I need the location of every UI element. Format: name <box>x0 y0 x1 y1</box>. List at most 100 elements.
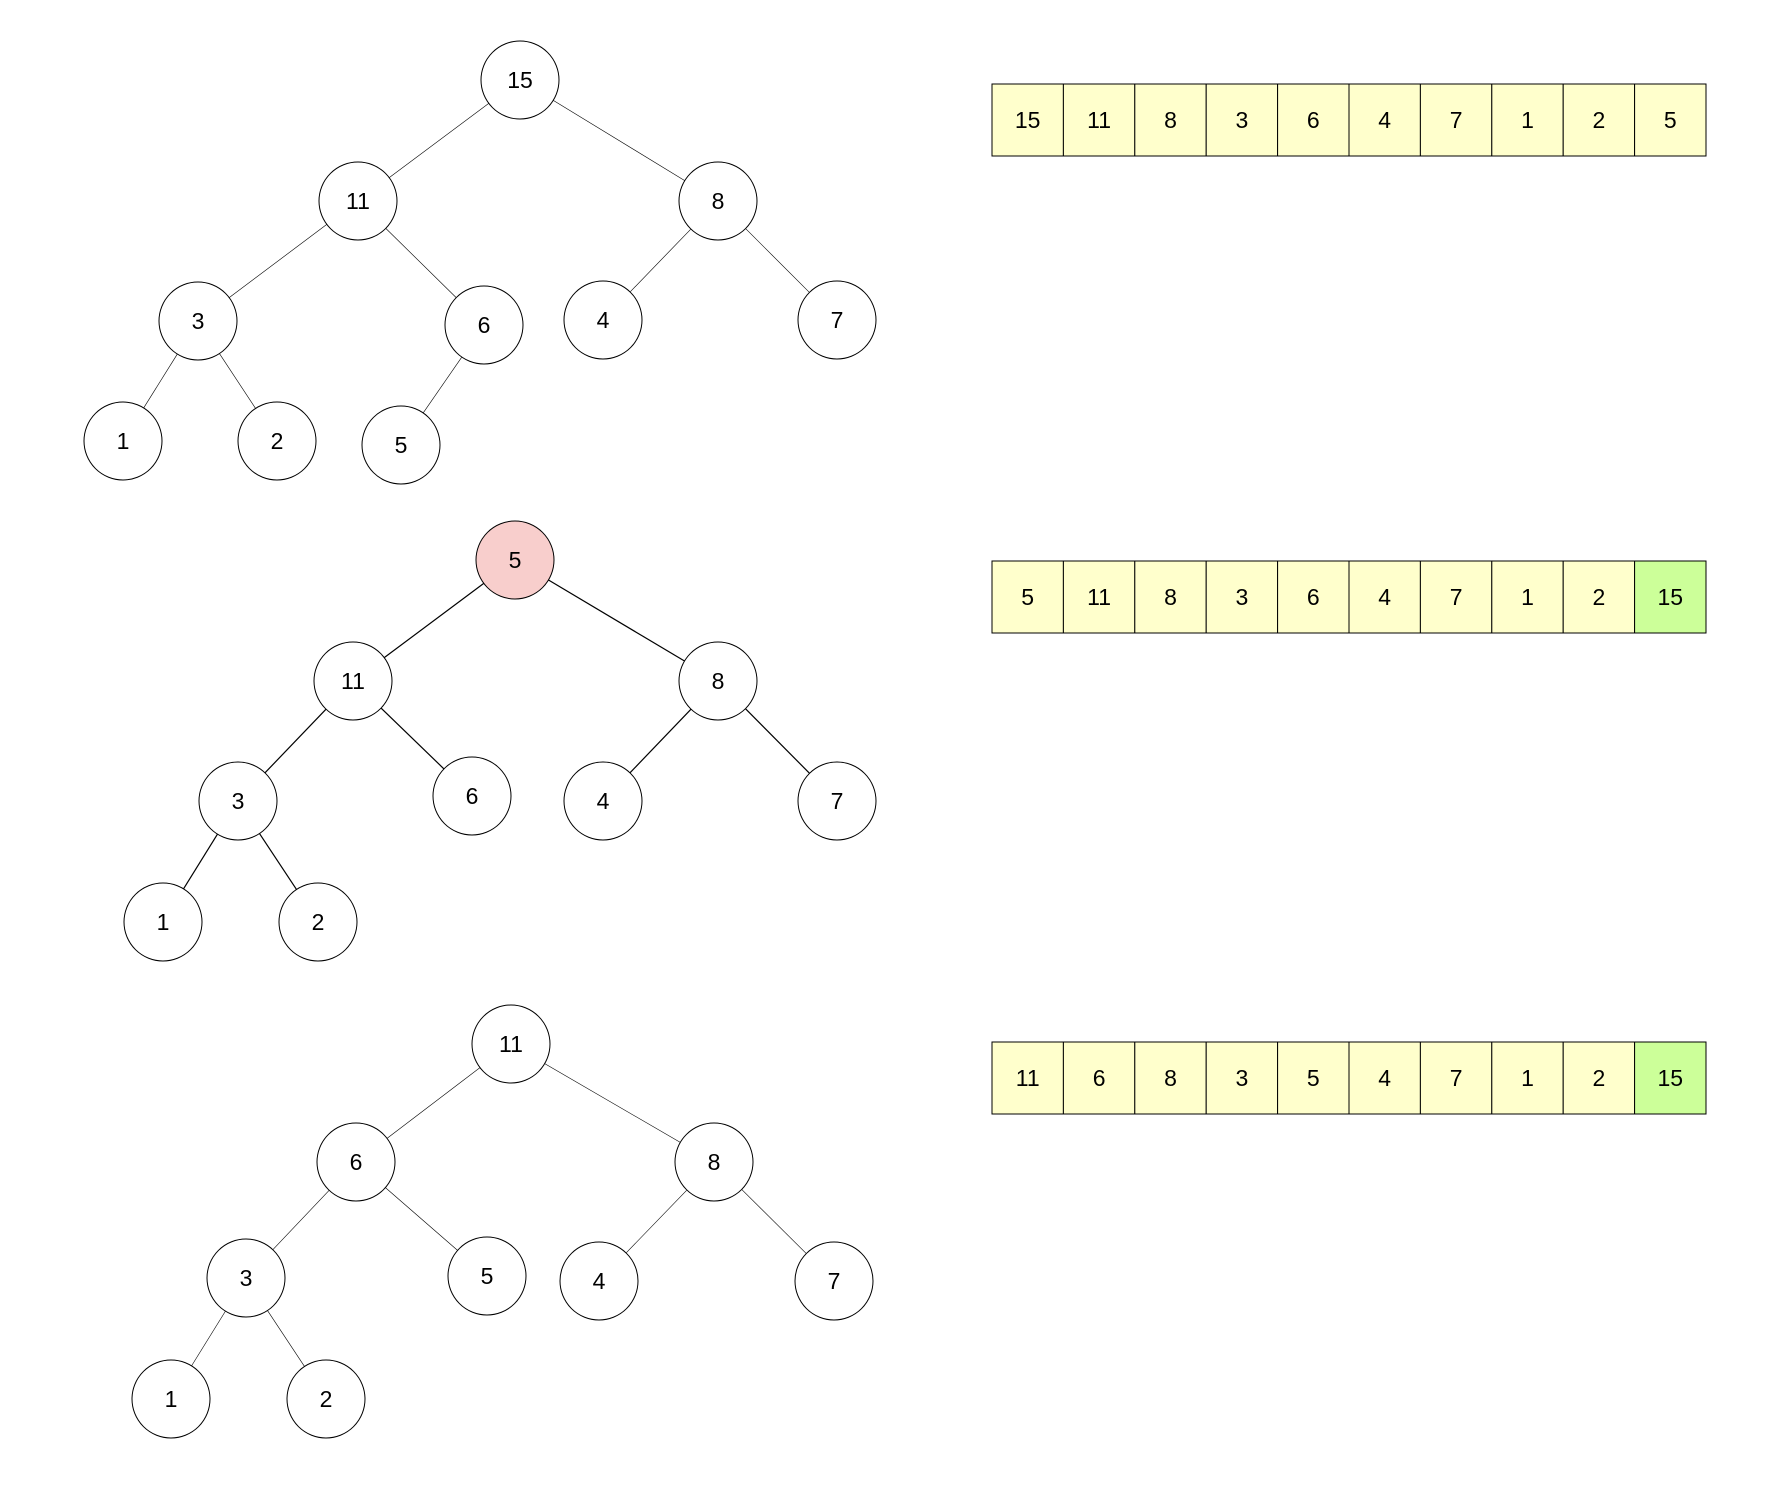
cell-value: 8 <box>1164 107 1177 133</box>
cell-box <box>1348 83 1421 157</box>
cell-box <box>1277 83 1350 157</box>
node-circle <box>237 401 317 481</box>
cell-value: 8 <box>1164 584 1177 610</box>
node-label: 11 <box>499 1031 523 1057</box>
node-label: 8 <box>708 1149 721 1175</box>
cell-value: 1 <box>1521 584 1534 610</box>
tree-edge <box>625 1189 688 1254</box>
node-label: 4 <box>597 307 610 333</box>
node-label: 6 <box>350 1149 363 1175</box>
cell-box <box>1205 1041 1279 1115</box>
array-cell: 11 <box>1062 560 1136 634</box>
node-label: 8 <box>712 188 725 214</box>
array-cell: 7 <box>1419 560 1493 634</box>
cell-box <box>1419 83 1493 157</box>
tree-node: 15 <box>480 40 560 120</box>
array-cell-sorted: 15 <box>1634 560 1707 634</box>
tree-node: 8 <box>674 1122 754 1202</box>
cell-value: 7 <box>1450 1065 1463 1091</box>
cell-value: 6 <box>1307 584 1320 610</box>
cell-box <box>1134 560 1207 634</box>
array-cell: 4 <box>1348 83 1421 157</box>
cell-value: 2 <box>1593 107 1606 133</box>
node-label: 5 <box>481 1263 494 1289</box>
cell-value: 15 <box>1658 584 1684 610</box>
tree-node: 11 <box>471 1004 551 1084</box>
cell-value: 8 <box>1164 1065 1177 1091</box>
cell-value: 2 <box>1593 584 1606 610</box>
array-cell: 15 <box>991 83 1064 157</box>
tree-edge <box>383 582 485 659</box>
node-circle <box>432 756 512 836</box>
node-label: 7 <box>831 788 844 814</box>
tree-edge <box>422 356 463 414</box>
cell-value: 11 <box>1087 584 1111 610</box>
node-label: 11 <box>346 188 370 214</box>
array-cell: 1 <box>1491 560 1564 634</box>
node-circle <box>444 285 524 365</box>
array-cell: 1 <box>1491 83 1564 157</box>
array-cell: 7 <box>1419 83 1493 157</box>
cell-value: 1 <box>1521 107 1534 133</box>
tree-node: 6 <box>444 285 524 365</box>
tree-edge <box>745 228 810 293</box>
node-label: 1 <box>165 1386 178 1412</box>
cell-value: 11 <box>1016 1065 1040 1091</box>
cell-value: 5 <box>1664 107 1677 133</box>
cell-box <box>1062 560 1136 634</box>
cell-value: 2 <box>1593 1065 1606 1091</box>
node-circle <box>286 1359 366 1439</box>
cell-box <box>1205 83 1279 157</box>
tree-edge <box>548 579 685 662</box>
tree-node: 4 <box>559 1241 639 1321</box>
node-circle <box>471 1004 551 1084</box>
cell-value: 11 <box>1087 107 1111 133</box>
node-label: 4 <box>597 788 610 814</box>
tree-edge <box>745 708 810 774</box>
cell-value: 4 <box>1378 1065 1391 1091</box>
tree-edge <box>741 1189 807 1254</box>
tree-node-highlighted: 5 <box>475 520 555 600</box>
node-circle <box>318 161 398 241</box>
node-label: 3 <box>240 1265 253 1291</box>
node-circle <box>198 761 278 841</box>
node-circle <box>563 761 643 841</box>
node-label: 6 <box>466 783 479 809</box>
tree-edge <box>259 833 297 890</box>
tree-edge <box>389 103 489 178</box>
tree-node: 8 <box>678 161 758 241</box>
array-cell: 2 <box>1562 560 1636 634</box>
cell-box <box>1419 560 1493 634</box>
cell-box <box>1491 560 1564 634</box>
tree-edges <box>143 100 810 414</box>
array-cell: 3 <box>1205 560 1279 634</box>
tree-edge <box>629 708 692 774</box>
cell-value: 1 <box>1521 1065 1534 1091</box>
node-circle <box>559 1241 639 1321</box>
node-label: 11 <box>341 668 365 694</box>
node-circle <box>447 1236 527 1316</box>
array-cell: 3 <box>1205 83 1279 157</box>
node-label: 7 <box>831 307 844 333</box>
tree-node: 5 <box>361 405 441 485</box>
tree-edge <box>229 224 327 298</box>
array-cell: 5 <box>1634 83 1707 157</box>
tree-edge <box>143 353 178 409</box>
array-cell: 6 <box>1062 1041 1136 1115</box>
tree-node: 2 <box>286 1359 366 1439</box>
tree-edge <box>267 1310 305 1367</box>
array-cell: 7 <box>1419 1041 1493 1115</box>
array-cell: 8 <box>1134 1041 1207 1115</box>
tree-node: 6 <box>432 756 512 836</box>
tree-edge <box>553 100 685 181</box>
tree-edge <box>385 1187 458 1251</box>
tree-node: 6 <box>316 1122 396 1202</box>
cell-box <box>1205 560 1279 634</box>
array-cell: 8 <box>1134 83 1207 157</box>
